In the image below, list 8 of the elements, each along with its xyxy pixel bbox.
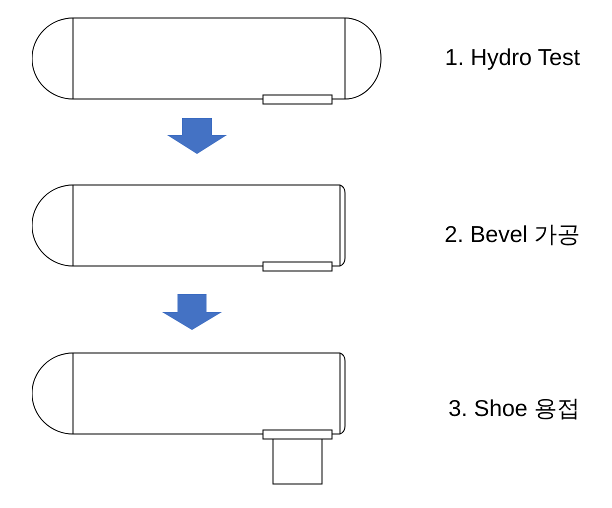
block-arrow <box>167 118 227 154</box>
vessel-drawing <box>32 17 383 105</box>
block-arrow <box>162 294 222 330</box>
step-label: 3. Shoe 용접 <box>448 394 580 422</box>
vessel-drawing <box>32 352 348 485</box>
step-label: 1. Hydro Test <box>444 43 580 71</box>
vessel-drawing <box>32 184 348 272</box>
step-label: 2. Bevel 가공 <box>444 220 580 248</box>
